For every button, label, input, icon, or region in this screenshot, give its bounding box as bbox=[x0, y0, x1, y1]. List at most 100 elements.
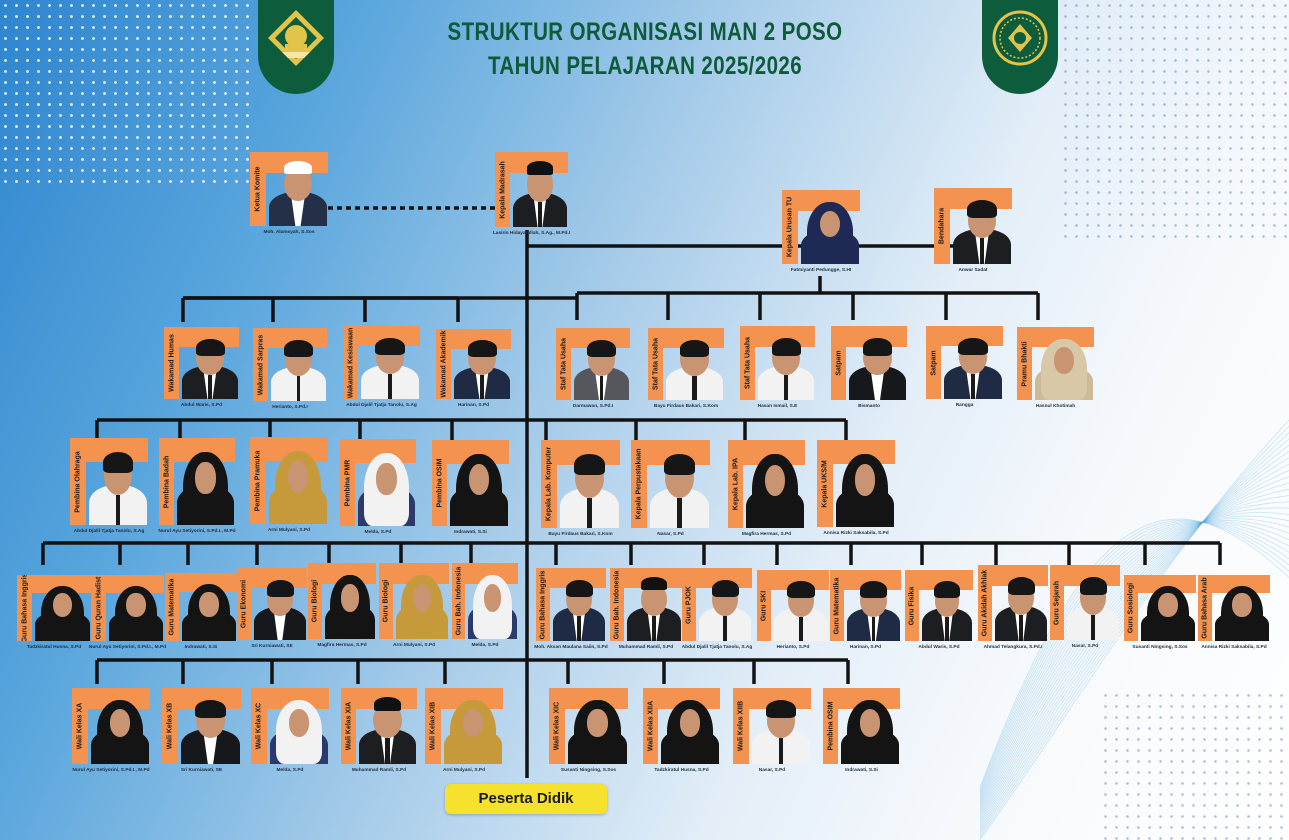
role-label: Staf Tata Usaha bbox=[740, 326, 755, 400]
chart-title-line2: TAHUN PELAJARAN 2025/2026 bbox=[487, 52, 803, 80]
wave-stroke bbox=[979, 521, 1289, 794]
person-face bbox=[199, 592, 219, 617]
member-name: Harinan, S.Pd bbox=[849, 645, 882, 650]
member-name: Bayu Firdaus Bakari, S.Kom bbox=[653, 404, 719, 409]
person-face bbox=[52, 593, 73, 618]
role-text: Wakamad Akademik bbox=[440, 330, 447, 398]
member-photo bbox=[567, 688, 628, 764]
person-tie bbox=[1091, 614, 1095, 640]
person-hair bbox=[787, 581, 815, 599]
member-name: Susanti Ningsing, S.Sos bbox=[1132, 645, 1188, 650]
role-text: Guru Matematika bbox=[833, 577, 841, 634]
dot-pattern-bottom-right bbox=[1100, 690, 1289, 840]
role-text: Guru Quran Hadist bbox=[95, 576, 102, 640]
member-photo bbox=[108, 575, 164, 641]
role-label: Wali Kelas XC bbox=[251, 688, 267, 764]
member-photo bbox=[994, 565, 1048, 641]
role-text: Kepala Lab. IPA bbox=[732, 457, 739, 511]
member-name: Arni Mulyani, S.Pd bbox=[267, 528, 311, 533]
wave-stroke bbox=[979, 438, 1289, 834]
madrasah-seal-icon bbox=[992, 10, 1048, 66]
member-photo bbox=[660, 688, 720, 764]
member-photo bbox=[467, 563, 518, 639]
role-text: Guru Sosiologi bbox=[1127, 582, 1135, 634]
role-text: Wali Kelas XIA bbox=[345, 701, 352, 751]
role-text: Wali Kelas XIB bbox=[429, 701, 437, 751]
member-name: Indrawati, S.Si bbox=[845, 768, 878, 773]
role-label: Guru Bahasa Arab bbox=[1198, 575, 1212, 641]
person-hair bbox=[711, 579, 739, 598]
member-name: Abdul Djalil Tjatja Tanolu, S.Ag bbox=[73, 529, 145, 534]
member-photo bbox=[180, 688, 241, 764]
wave-stroke bbox=[979, 470, 1289, 824]
role-label: Guru Quran Hadist bbox=[91, 575, 106, 641]
peserta-didik-box: Peserta Didik bbox=[445, 784, 607, 814]
member-name: Nasar, S.Pd bbox=[1071, 644, 1099, 649]
role-text: Pembina Badah bbox=[163, 455, 170, 508]
person-tie bbox=[207, 374, 213, 399]
wave-stroke bbox=[979, 444, 1289, 832]
person-hair bbox=[859, 581, 888, 599]
wave-stroke bbox=[979, 482, 1289, 820]
person-tie bbox=[783, 374, 789, 400]
role-text: Wakamad Sarpras bbox=[257, 334, 264, 395]
person-hair bbox=[679, 339, 710, 357]
role-label: Pembina PMR bbox=[340, 439, 355, 526]
member-name: Melda, S.Pd bbox=[276, 768, 304, 773]
person-hair bbox=[467, 340, 497, 357]
role-label: Guru Biologi bbox=[308, 563, 322, 639]
role-label: Staf Tata Usaha bbox=[556, 328, 571, 400]
member-photo bbox=[835, 440, 895, 527]
member-name: Bayu Firdaus Bakari, S.Kom bbox=[548, 532, 613, 537]
role-label: Guru Sosiologi bbox=[1124, 575, 1138, 641]
member-photo bbox=[848, 326, 907, 400]
member-name: Nurul Ayu Setiyorini, S.Pd.I., M.Pd bbox=[88, 645, 167, 650]
member-name: Sri Kurniawati, SE bbox=[180, 768, 223, 773]
member-photo bbox=[773, 570, 829, 641]
member-name: Tadzkiratul Husna, S.Pd bbox=[26, 645, 82, 650]
person-face bbox=[288, 709, 310, 737]
member-name: Magfira Hermas, S.Pd bbox=[317, 643, 367, 648]
person-face bbox=[859, 709, 881, 737]
member-name: Moh. Aksan Maulana Saiin, S.Pd bbox=[534, 645, 608, 650]
role-text: Guru Akidah Akhlak bbox=[981, 569, 989, 637]
member-name: Abdul Djalil Tjatja Tanolu, S.Ag bbox=[346, 403, 417, 408]
person-tie bbox=[652, 616, 656, 641]
person-tie bbox=[538, 201, 542, 227]
role-text: Guru Bah. Indonesia bbox=[613, 570, 621, 639]
member-name: Herianto, S.Pd.I bbox=[272, 405, 308, 410]
member-name: Darmawan, S.Pd.I bbox=[572, 404, 614, 409]
person-face bbox=[468, 464, 490, 496]
member-name: Sri Kurniawati, SE bbox=[251, 644, 293, 649]
person-hair bbox=[587, 339, 616, 357]
role-label: Wali Kelas XIIB bbox=[733, 688, 749, 764]
role-text: Wali Kelas XA bbox=[76, 702, 84, 750]
person-tie bbox=[778, 738, 784, 764]
role-label: Pembina OSIM bbox=[432, 440, 447, 526]
role-text: Guru Bahasa Inggris bbox=[21, 575, 28, 641]
member-photo bbox=[1034, 327, 1094, 400]
member-photo bbox=[573, 328, 630, 400]
person-hair bbox=[862, 337, 893, 356]
member-name: Lasirin Hidayatullah, S.Ag., M.Pd.I bbox=[492, 231, 571, 236]
wave-stroke bbox=[979, 488, 1289, 818]
role-label: Staf Tata Usaha bbox=[648, 328, 663, 400]
logo-badge-left bbox=[258, 0, 334, 94]
person-hair bbox=[195, 338, 225, 356]
member-card: Wali Kelas XC Melda, S.Pd bbox=[251, 688, 329, 773]
member-photo bbox=[358, 688, 417, 764]
role-text: Kepala UKS/M bbox=[821, 459, 829, 508]
